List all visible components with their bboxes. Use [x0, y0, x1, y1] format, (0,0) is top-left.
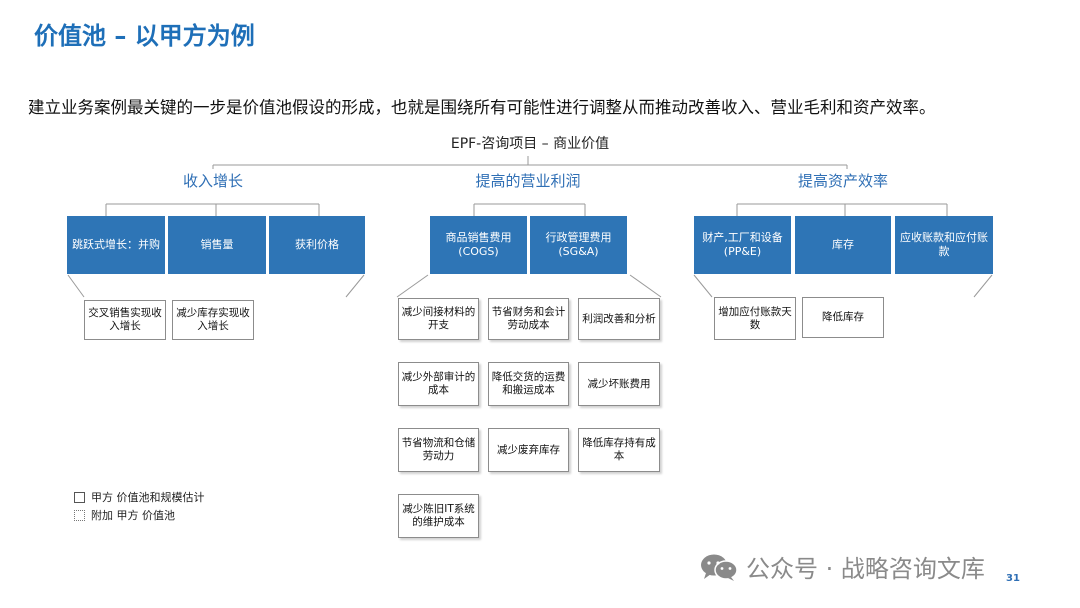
leaf-external-audit: 减少外部审计的成本 — [398, 362, 479, 406]
watermark-text: 公众号 · 战略咨询文库 — [746, 555, 985, 583]
box-leap-growth-ma: 跳跃式增长：并购 — [67, 216, 165, 274]
legend-swatch-solid — [74, 491, 85, 503]
legend-item-dotted: 附加 甲方 价值池 — [74, 507, 205, 523]
box-ppe: 财产,工厂和设备 (PP&E) — [694, 216, 791, 274]
leaf-reduce-inventory-revenue: 减少库存实现收入增长 — [172, 300, 254, 340]
leaf-cross-selling: 交叉销售实现收入增长 — [84, 300, 166, 340]
legend-item-solid: 甲方 价值池和规模估计 — [74, 489, 205, 505]
leaf-profit-improvement: 利润改善和分析 — [578, 298, 660, 340]
watermark: 公众号 · 战略咨询文库 — [700, 549, 985, 584]
leaf-reduce-inventory: 降低库存 — [802, 297, 884, 338]
category-label-operating-profit: 提高的营业利润 — [475, 172, 581, 190]
leaf-payables-days: 增加应付账款天数 — [714, 297, 796, 340]
legend-label-solid: 甲方 价值池和规模估计 — [91, 491, 205, 504]
leaf-finance-accounting-labor: 节省财务和会计劳动成本 — [488, 298, 569, 340]
box-sales-volume: 销售量 — [168, 216, 266, 274]
category-label-asset-efficiency: 提高资产效率 — [797, 172, 888, 190]
tree-root-label: EPF-咨询项目 – 商业价值 — [450, 136, 610, 152]
page-subtitle: 建立业务案例最关键的一步是价值池假设的形成，也就是围绕所有可能性进行调整从而推动… — [28, 98, 936, 117]
leaf-holding-cost: 降低库存持有成本 — [578, 428, 660, 472]
box-sga: 行政管理费用 (SG&A) — [530, 216, 627, 274]
box-receivables-payables: 应收账款和应付账款 — [895, 216, 993, 274]
legend-swatch-dotted — [74, 509, 85, 521]
wechat-icon — [701, 554, 738, 581]
box-profit-price: 获利价格 — [269, 216, 365, 274]
legend-label-dotted: 附加 甲方 价值池 — [91, 509, 175, 522]
page-number: 31 — [1006, 573, 1020, 584]
legend: 甲方 价值池和规模估计 附加 甲方 价值池 — [74, 489, 205, 523]
leaf-legacy-it: 减少陈旧IT系统的维护成本 — [398, 494, 479, 538]
leaf-bad-debt: 减少坏账费用 — [578, 362, 660, 406]
leaf-obsolete-inventory: 减少废弃库存 — [488, 428, 569, 472]
category-label-revenue: 收入增长 — [182, 172, 243, 190]
leaf-indirect-materials: 减少间接材料的开支 — [398, 298, 479, 340]
page-title: 价值池 – 以甲方为例 — [34, 22, 255, 50]
leaf-freight-handling: 降低交货的运费和搬运成本 — [488, 362, 569, 406]
box-inventory: 库存 — [795, 216, 891, 274]
box-cogs: 商品销售费用 (COGS) — [430, 216, 527, 274]
leaf-logistics-labor: 节省物流和仓储劳动力 — [398, 428, 479, 472]
